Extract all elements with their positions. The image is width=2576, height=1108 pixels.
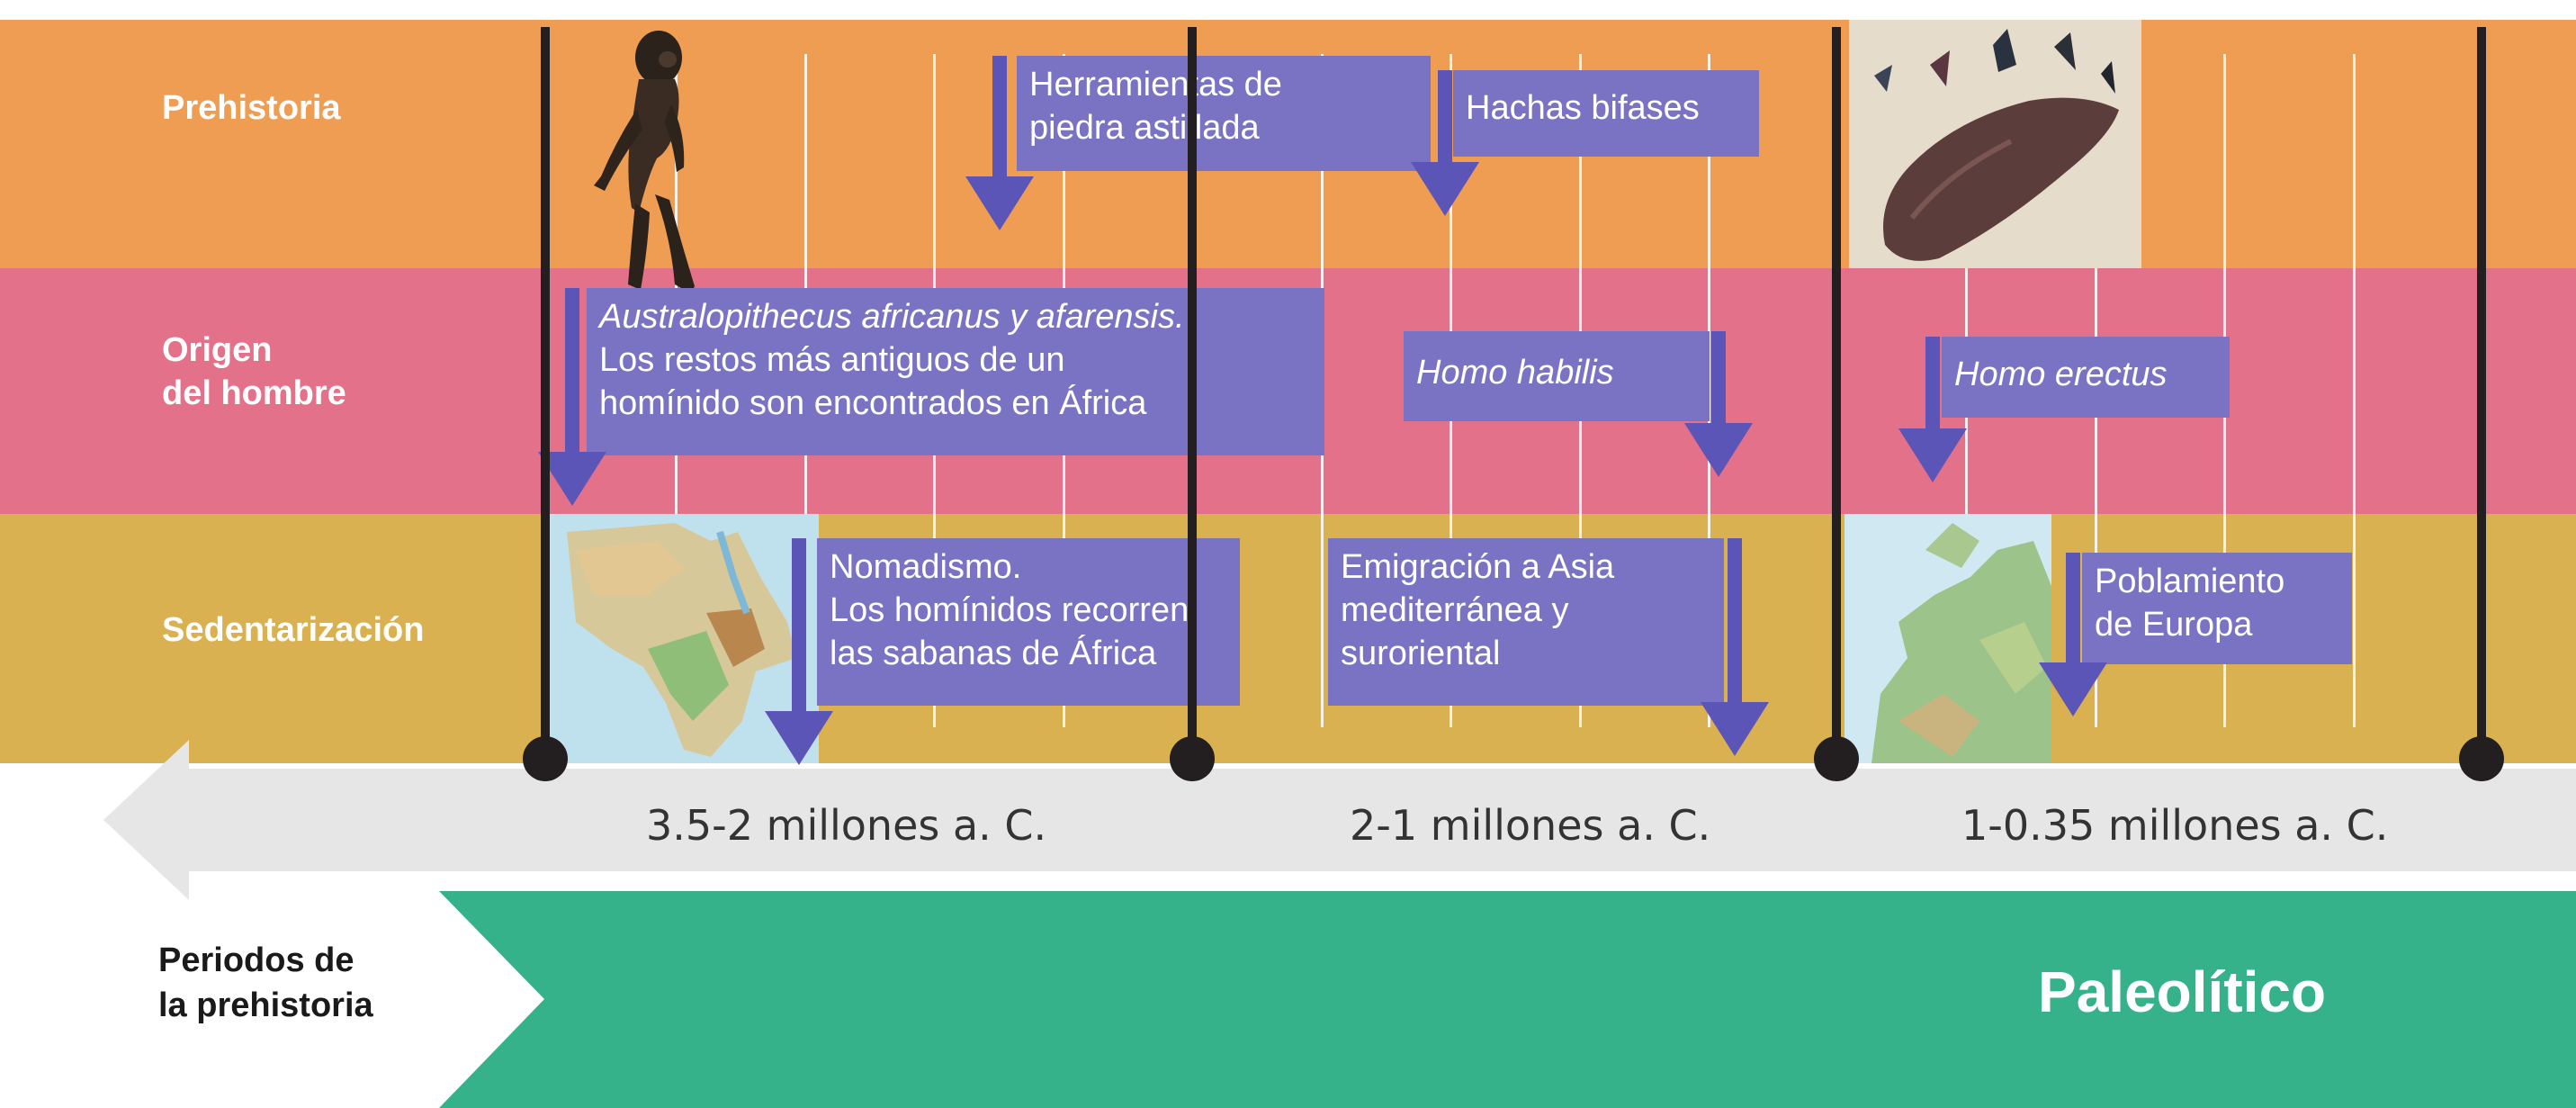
periods-label-line: Periodos de xyxy=(158,941,355,979)
periods-label-line: la prehistoria xyxy=(158,986,373,1024)
timeline-divider xyxy=(1832,27,1841,763)
arrow-herramientas-head xyxy=(965,176,1034,230)
event-text-line: Hachas bifases xyxy=(1466,89,1700,127)
periods-label: Periodos de la prehistoria xyxy=(158,938,373,1028)
europe-map-icon xyxy=(1844,514,2051,763)
event-text-line: Nomadismo. xyxy=(830,548,1022,586)
arrow-herramientas-stem xyxy=(992,56,1007,182)
event-text-line: Homo erectus xyxy=(1954,356,2168,393)
arrow-emigracion-head xyxy=(1701,702,1769,756)
event-text-line: Herramientas de xyxy=(1029,66,1282,104)
event-text-line: Los homínidos recorren xyxy=(830,591,1189,629)
row-label-line: Origen xyxy=(162,331,273,369)
period-label: 3.5-2 millones a. C. xyxy=(646,801,1047,850)
event-text-line: las sabanas de África xyxy=(830,635,1157,672)
row-label-line: Prehistoria xyxy=(162,89,341,127)
event-text-line: Homo habilis xyxy=(1416,354,1614,392)
timeline-divider xyxy=(541,27,550,763)
timeline-arrow xyxy=(103,740,2576,900)
timeline-dot xyxy=(1814,736,1859,781)
event-text-line: Emigración a Asia xyxy=(1341,548,1615,586)
arrow-erectus-stem xyxy=(1925,337,1940,436)
africa-map-icon xyxy=(549,514,819,763)
arrow-erectus-head xyxy=(1898,428,1967,482)
event-text-line: Australopithecus africanus y afarensis. xyxy=(599,298,1185,336)
event-homo-habilis: Homo habilis xyxy=(1404,331,1710,421)
event-text-line: Poblamiento xyxy=(2095,563,2285,600)
row-label-line: del hombre xyxy=(162,374,346,412)
row-label-prehistoria: Prehistoria xyxy=(162,86,341,130)
arrow-habilis-stem xyxy=(1711,331,1726,430)
event-herramientas: Herramientas de piedra astillada xyxy=(1017,56,1431,171)
timeline-dot xyxy=(1170,736,1215,781)
stone-tools-icon xyxy=(1849,20,2141,268)
event-text-line: Los restos más antiguos de un xyxy=(599,341,1065,379)
arrow-hachas-stem xyxy=(1438,70,1452,167)
timeline-divider xyxy=(1188,27,1197,763)
event-australopithecus: Australopithecus africanus y afarensis. … xyxy=(587,288,1324,455)
arrow-poblamiento-head xyxy=(2039,662,2107,716)
arrow-habilis-head xyxy=(1684,423,1753,477)
arrow-poblamiento-stem xyxy=(2066,553,2080,670)
event-text-line: homínido son encontrados en África xyxy=(599,384,1147,422)
arrow-australopithecus-stem xyxy=(565,288,579,459)
timeline-dot xyxy=(2459,736,2504,781)
event-text-line: mediterránea y xyxy=(1341,591,1569,629)
arrow-nomadismo-head xyxy=(765,711,833,765)
grid-line xyxy=(2353,54,2356,727)
row-label-origen-del-hombre: Origen del hombre xyxy=(162,329,346,415)
event-text-line: piedra astillada xyxy=(1029,109,1260,147)
row-label-line: Sedentarización xyxy=(162,611,425,649)
timeline-divider xyxy=(2477,27,2486,763)
paleolitico-band xyxy=(439,891,2576,1108)
event-text-line: de Europa xyxy=(2095,606,2253,644)
arrow-emigracion-stem xyxy=(1728,538,1742,709)
row-label-sedentarizacion: Sedentarización xyxy=(162,608,424,652)
event-hachas-bifases: Hachas bifases xyxy=(1453,70,1759,157)
paleolitico-label: Paleolítico xyxy=(2038,959,2327,1024)
arrow-nomadismo-stem xyxy=(792,538,806,718)
timeline-dot xyxy=(523,736,568,781)
event-homo-erectus: Homo erectus xyxy=(1942,337,2230,418)
hominid-figure-icon xyxy=(594,31,695,293)
event-nomadismo: Nomadismo. Los homínidos recorren las sa… xyxy=(817,538,1240,706)
arrow-hachas-head xyxy=(1411,162,1479,216)
period-label: 2-1 millones a. C. xyxy=(1350,801,1711,850)
event-emigracion: Emigración a Asia mediterránea y surorie… xyxy=(1328,538,1724,706)
event-text-line: suroriental xyxy=(1341,635,1501,672)
period-label: 1-0.35 millones a. C. xyxy=(1961,801,2389,850)
event-poblamiento-europa: Poblamiento de Europa xyxy=(2082,553,2352,664)
